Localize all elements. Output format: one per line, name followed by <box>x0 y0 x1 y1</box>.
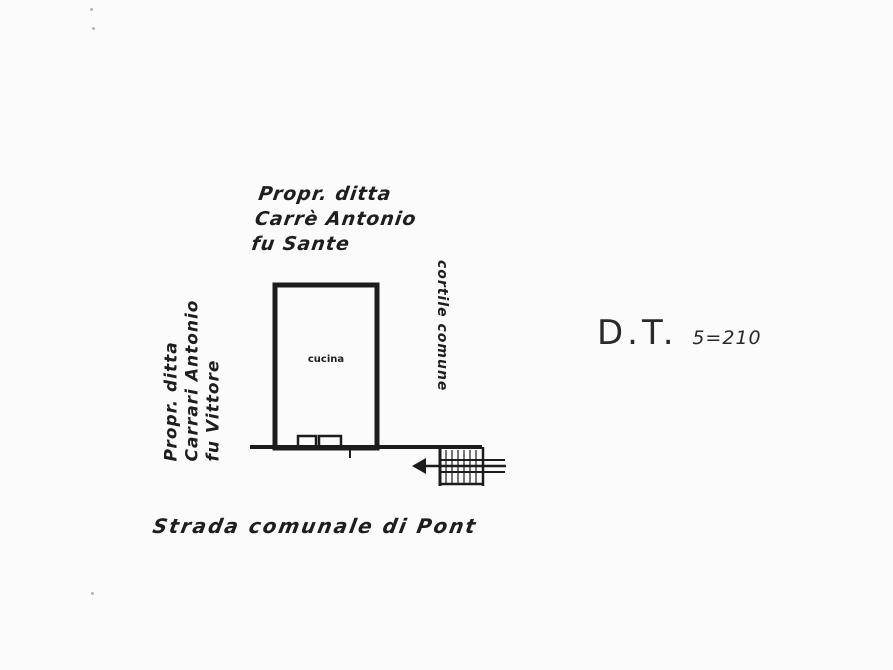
parcel-code-main: D.T. <box>597 313 678 353</box>
arrow-left-icon <box>412 458 506 474</box>
scan-speck <box>91 592 94 595</box>
room-label: cucina <box>307 354 345 365</box>
scan-speck <box>90 8 93 11</box>
west-label-line: Propr. ditta <box>161 341 182 462</box>
parcel-code-number: 5=210 <box>692 327 762 349</box>
north-label-line: fu Sante <box>250 233 352 255</box>
west-neighbor-label: Propr. ditta Carrari Antonio fu Vittore <box>162 232 225 462</box>
doorway <box>296 434 318 449</box>
west-label-line: fu Vittore <box>203 359 224 462</box>
north-label-line: Carrè Antonio <box>253 208 419 230</box>
north-neighbor-label: Propr. ditta Carrè Antonio fu Sante <box>250 182 422 257</box>
building-outline <box>272 282 380 451</box>
west-label-line: Carrari Antonio <box>182 299 203 462</box>
east-courtyard-label: cortile comune <box>434 260 450 392</box>
scan-speck <box>92 27 95 30</box>
parcel-code: D.T. 5=210 <box>597 313 762 353</box>
north-label-line: Propr. ditta <box>257 183 394 205</box>
road-label: Strada comunale di Pont <box>150 514 480 538</box>
